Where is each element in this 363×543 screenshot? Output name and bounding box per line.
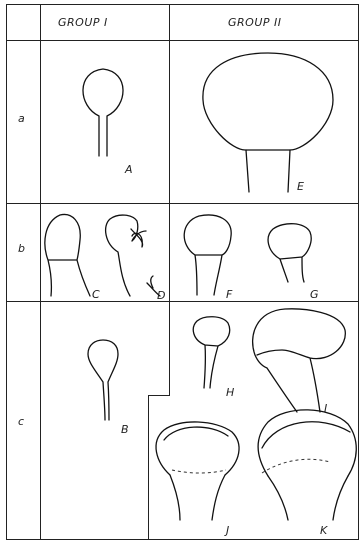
- figure-f-head: [184, 215, 231, 255]
- figure-e-stalk: [246, 150, 290, 192]
- figure-c: C: [45, 214, 100, 301]
- group-i-header: GROUP I: [58, 16, 108, 29]
- outer-border: [7, 5, 359, 540]
- figure-a-outline: [83, 69, 123, 156]
- figure-j-dashed-line: [172, 470, 226, 473]
- figure-f-label: F: [226, 288, 233, 301]
- group-ii-header: GROUP II: [228, 16, 282, 29]
- figure-g-label: G: [310, 288, 319, 301]
- figure-b: B: [88, 340, 129, 436]
- figure-j-outer-arc: [156, 422, 239, 475]
- figure-j-inner-arc: [164, 427, 228, 440]
- figure-e: E: [203, 53, 333, 193]
- figure-c-label: C: [92, 288, 100, 301]
- figure-b-outline: [88, 340, 118, 420]
- figure-h: H: [193, 317, 234, 399]
- figure-f: F: [184, 215, 233, 301]
- figure-c-outline: [45, 214, 90, 296]
- figure-i-outline: [253, 309, 346, 412]
- figure-j: J: [156, 422, 239, 537]
- figure-e-head: [203, 53, 333, 150]
- figure-k-outer-arc: [258, 410, 356, 476]
- figure-h-outline: [193, 317, 229, 388]
- figure-d: D: [106, 215, 166, 302]
- figure-i: I: [253, 309, 346, 415]
- figure-k: K: [258, 410, 356, 537]
- figure-k-dashed-line: [262, 459, 330, 473]
- figure-f-stalk: [195, 255, 222, 295]
- figure-h-label: H: [226, 386, 234, 399]
- figure-g-head: [268, 224, 311, 259]
- figure-a-label: A: [124, 163, 133, 176]
- figure-a: A: [83, 69, 133, 176]
- figure-k-inner-arc: [262, 422, 350, 448]
- figure-b-label: B: [121, 423, 129, 436]
- row-label-a: a: [18, 112, 25, 125]
- figure-d-label: D: [157, 289, 165, 302]
- row-label-c: c: [18, 415, 24, 428]
- figure-g: G: [268, 224, 318, 301]
- figure-k-label: K: [320, 524, 328, 537]
- figure-j-stalk: [170, 475, 225, 520]
- figure-j-label: J: [224, 524, 229, 537]
- table-grid: [6, 4, 359, 540]
- figure-e-label: E: [297, 180, 304, 193]
- figure-d-outline: [106, 215, 160, 296]
- figure-k-stalk: [268, 476, 348, 520]
- row-label-b: b: [18, 242, 25, 255]
- figure-g-stalk: [280, 257, 304, 282]
